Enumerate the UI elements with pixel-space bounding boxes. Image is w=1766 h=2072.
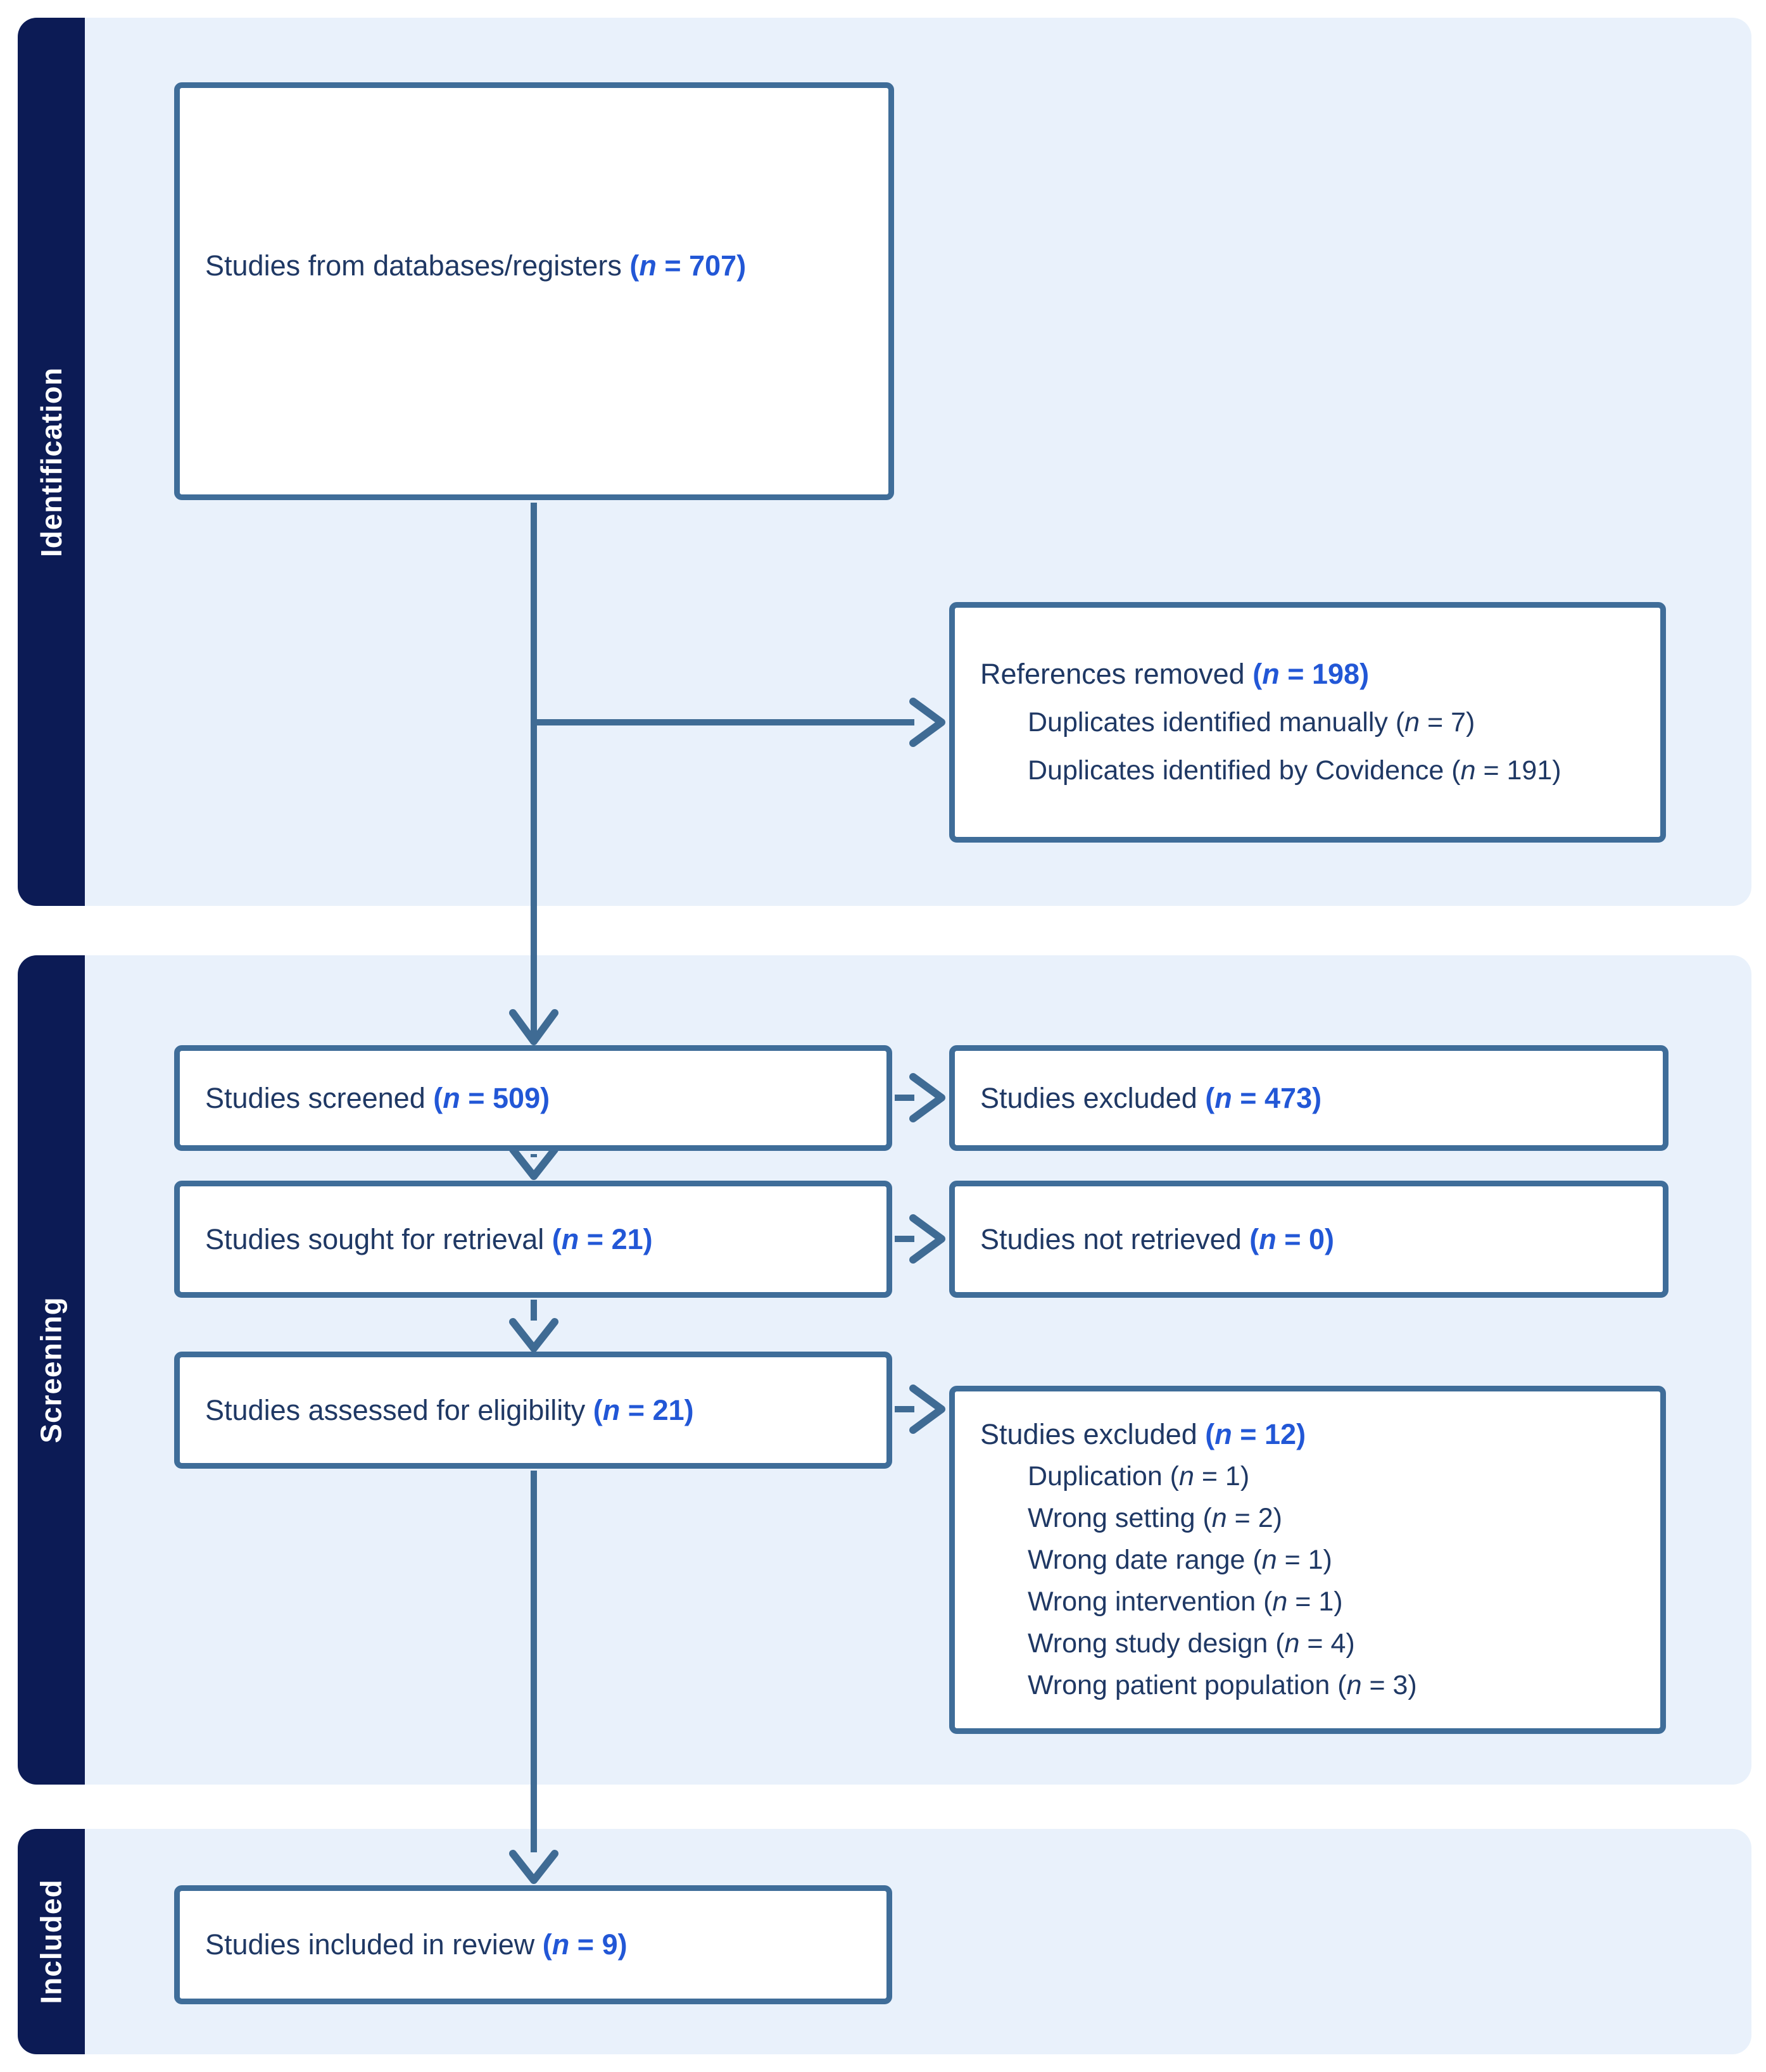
box-studies-excluded-eligibility: Studies excluded (n = 12) Duplication (n … [949,1386,1666,1734]
identification-phase-label-text: Identification [35,367,68,557]
box-text-line: Studies included in review (n = 9) [205,1928,628,1961]
box-text-line: Studies from databases/registers (n = 70… [205,249,747,282]
screening-phase-bar: Screening [18,955,85,1785]
included-phase-label: Included [18,1829,85,2054]
box-text-line: Studies assessed for eligibility (n = 21… [205,1393,694,1426]
box-text-line: References removed (n = 198) [980,658,1370,690]
box-studies-assessed-for-eligibility: Studies assessed for eligibility (n = 21… [174,1352,892,1469]
box-studies-screened: Studies screened (n = 509) [174,1045,892,1151]
box-text-line: Duplicates identified manually (n = 7) [1028,707,1475,738]
box-text-line: Studies sought for retrieval (n = 21) [205,1222,653,1255]
box-studies-not-retrieved: Studies not retrieved (n = 0) [949,1181,1668,1298]
screening-phase-label: Screening [18,955,85,1785]
box-studies-sought-for-retrieval: Studies sought for retrieval (n = 21) [174,1181,892,1298]
included-phase-label-text: Included [35,1879,68,2004]
screening-phase-label-text: Screening [35,1297,68,1443]
box-references-removed: References removed (n = 198) Duplicates i… [949,602,1666,843]
box-studies-from-databases: Studies from databases/registers (n = 70… [174,82,894,500]
identification-phase-bar: Identification [18,18,85,906]
included-phase-bar: Included [18,1829,85,2054]
box-studies-excluded-screening: Studies excluded (n = 473) [949,1045,1668,1151]
box-text-line: Wrong date range (n = 1) [1028,1545,1332,1575]
box-text-line: Wrong intervention (n = 1) [1028,1586,1343,1617]
box-text-line: Wrong setting (n = 2) [1028,1503,1282,1533]
box-text-line: Wrong patient population (n = 3) [1028,1670,1417,1700]
box-text-line: Studies screened (n = 509) [205,1081,550,1114]
box-studies-included-in-review: Studies included in review (n = 9) [174,1885,892,2004]
box-text-line: Wrong study design (n = 4) [1028,1628,1355,1659]
box-text-line: Duplicates identified by Covidence (n = … [1028,755,1561,786]
box-text-line: Studies excluded (n = 12) [980,1418,1306,1450]
box-text-line: Studies not retrieved (n = 0) [980,1222,1335,1255]
box-text-line: Duplication (n = 1) [1028,1461,1250,1491]
identification-phase-label: Identification [18,18,85,906]
box-text-line: Studies excluded (n = 473) [980,1081,1322,1114]
